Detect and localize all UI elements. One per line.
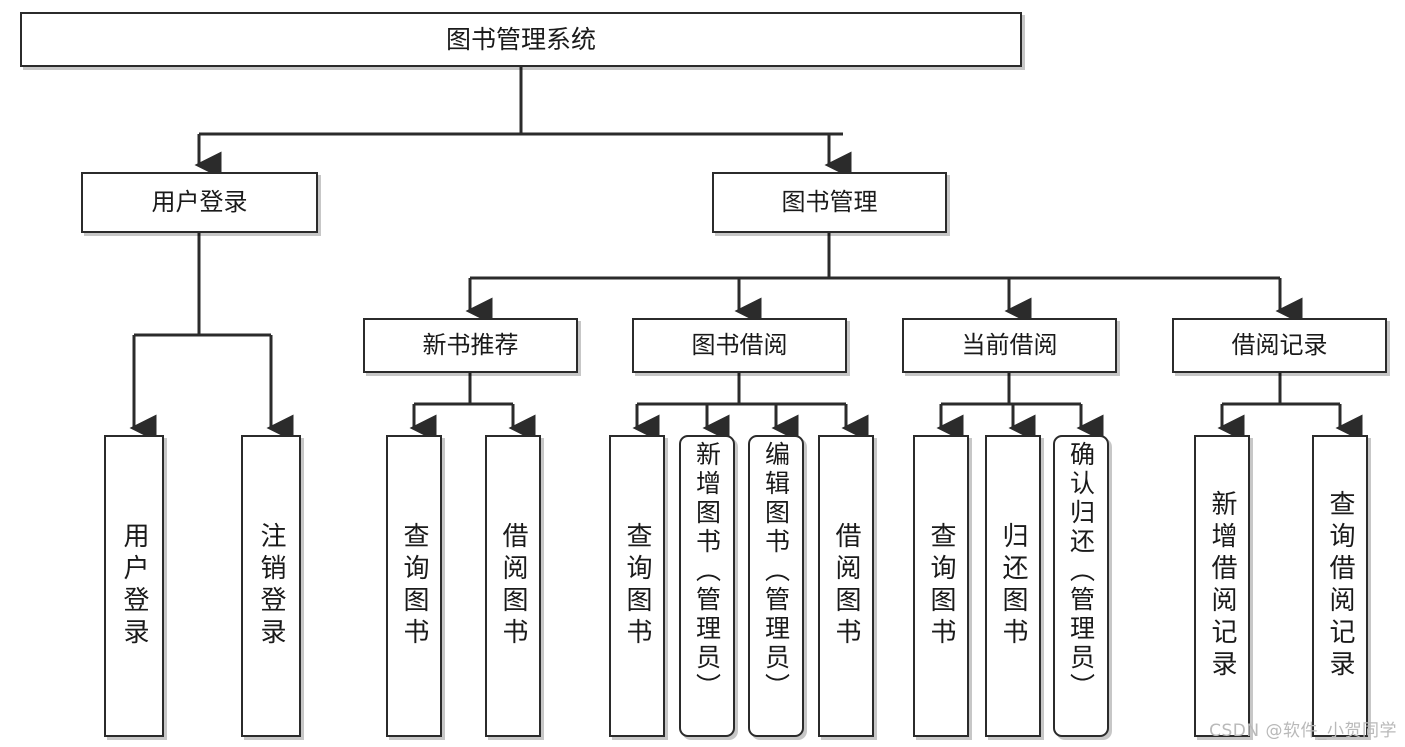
node-user-login-label: 用户登录 — [151, 188, 248, 217]
node-leaf-return-book[interactable]: 归还图书 — [985, 435, 1041, 737]
node-leaf-confirm-return[interactable]: 确认归还（管理员） — [1053, 435, 1109, 737]
node-leaf-borrow-book-2[interactable]: 借阅图书 — [818, 435, 874, 737]
node-leaf-user-login[interactable]: 用户登录 — [104, 435, 164, 737]
node-book-manage-label: 图书管理 — [781, 188, 878, 217]
node-leaf-add-record-label: 新增借阅记录 — [1207, 490, 1237, 682]
node-root[interactable]: 图书管理系统 — [20, 12, 1022, 67]
node-leaf-borrow-book-2-label: 借阅图书 — [831, 522, 861, 650]
node-leaf-query-book-2[interactable]: 查询图书 — [609, 435, 665, 737]
node-leaf-query-book-3[interactable]: 查询图书 — [913, 435, 969, 737]
node-leaf-confirm-return-label: 确认归还（管理员） — [1066, 441, 1096, 702]
node-book-borrow-label: 图书借阅 — [691, 331, 788, 360]
node-leaf-edit-book-label: 编辑图书（管理员） — [761, 441, 791, 702]
node-leaf-borrow-book-1-label: 借阅图书 — [498, 522, 528, 650]
node-current-borrow[interactable]: 当前借阅 — [902, 318, 1117, 373]
node-leaf-add-book[interactable]: 新增图书（管理员） — [679, 435, 735, 737]
node-new-book-recommend[interactable]: 新书推荐 — [363, 318, 578, 373]
node-leaf-query-book-3-label: 查询图书 — [926, 522, 956, 650]
csdn-watermark: CSDN @软件_小贺同学 — [1209, 721, 1397, 741]
node-leaf-logout[interactable]: 注销登录 — [241, 435, 301, 737]
node-leaf-return-book-label: 归还图书 — [998, 522, 1028, 650]
node-borrow-record-label: 借阅记录 — [1231, 331, 1328, 360]
node-leaf-logout-label: 注销登录 — [256, 522, 286, 650]
node-leaf-borrow-book-1[interactable]: 借阅图书 — [485, 435, 541, 737]
node-book-manage[interactable]: 图书管理 — [712, 172, 947, 233]
node-leaf-edit-book[interactable]: 编辑图书（管理员） — [748, 435, 804, 737]
node-new-book-recommend-label: 新书推荐 — [422, 331, 519, 360]
node-leaf-query-book-1[interactable]: 查询图书 — [386, 435, 442, 737]
node-book-borrow[interactable]: 图书借阅 — [632, 318, 847, 373]
node-leaf-query-record[interactable]: 查询借阅记录 — [1312, 435, 1368, 737]
node-root-label: 图书管理系统 — [445, 24, 596, 54]
node-leaf-user-login-label: 用户登录 — [119, 522, 149, 650]
node-current-borrow-label: 当前借阅 — [961, 331, 1058, 360]
node-user-login[interactable]: 用户登录 — [81, 172, 318, 233]
node-leaf-query-record-label: 查询借阅记录 — [1325, 490, 1355, 682]
node-leaf-query-book-2-label: 查询图书 — [622, 522, 652, 650]
node-borrow-record[interactable]: 借阅记录 — [1172, 318, 1387, 373]
node-leaf-add-record[interactable]: 新增借阅记录 — [1194, 435, 1250, 737]
node-leaf-add-book-label: 新增图书（管理员） — [692, 441, 722, 702]
node-leaf-query-book-1-label: 查询图书 — [399, 522, 429, 650]
